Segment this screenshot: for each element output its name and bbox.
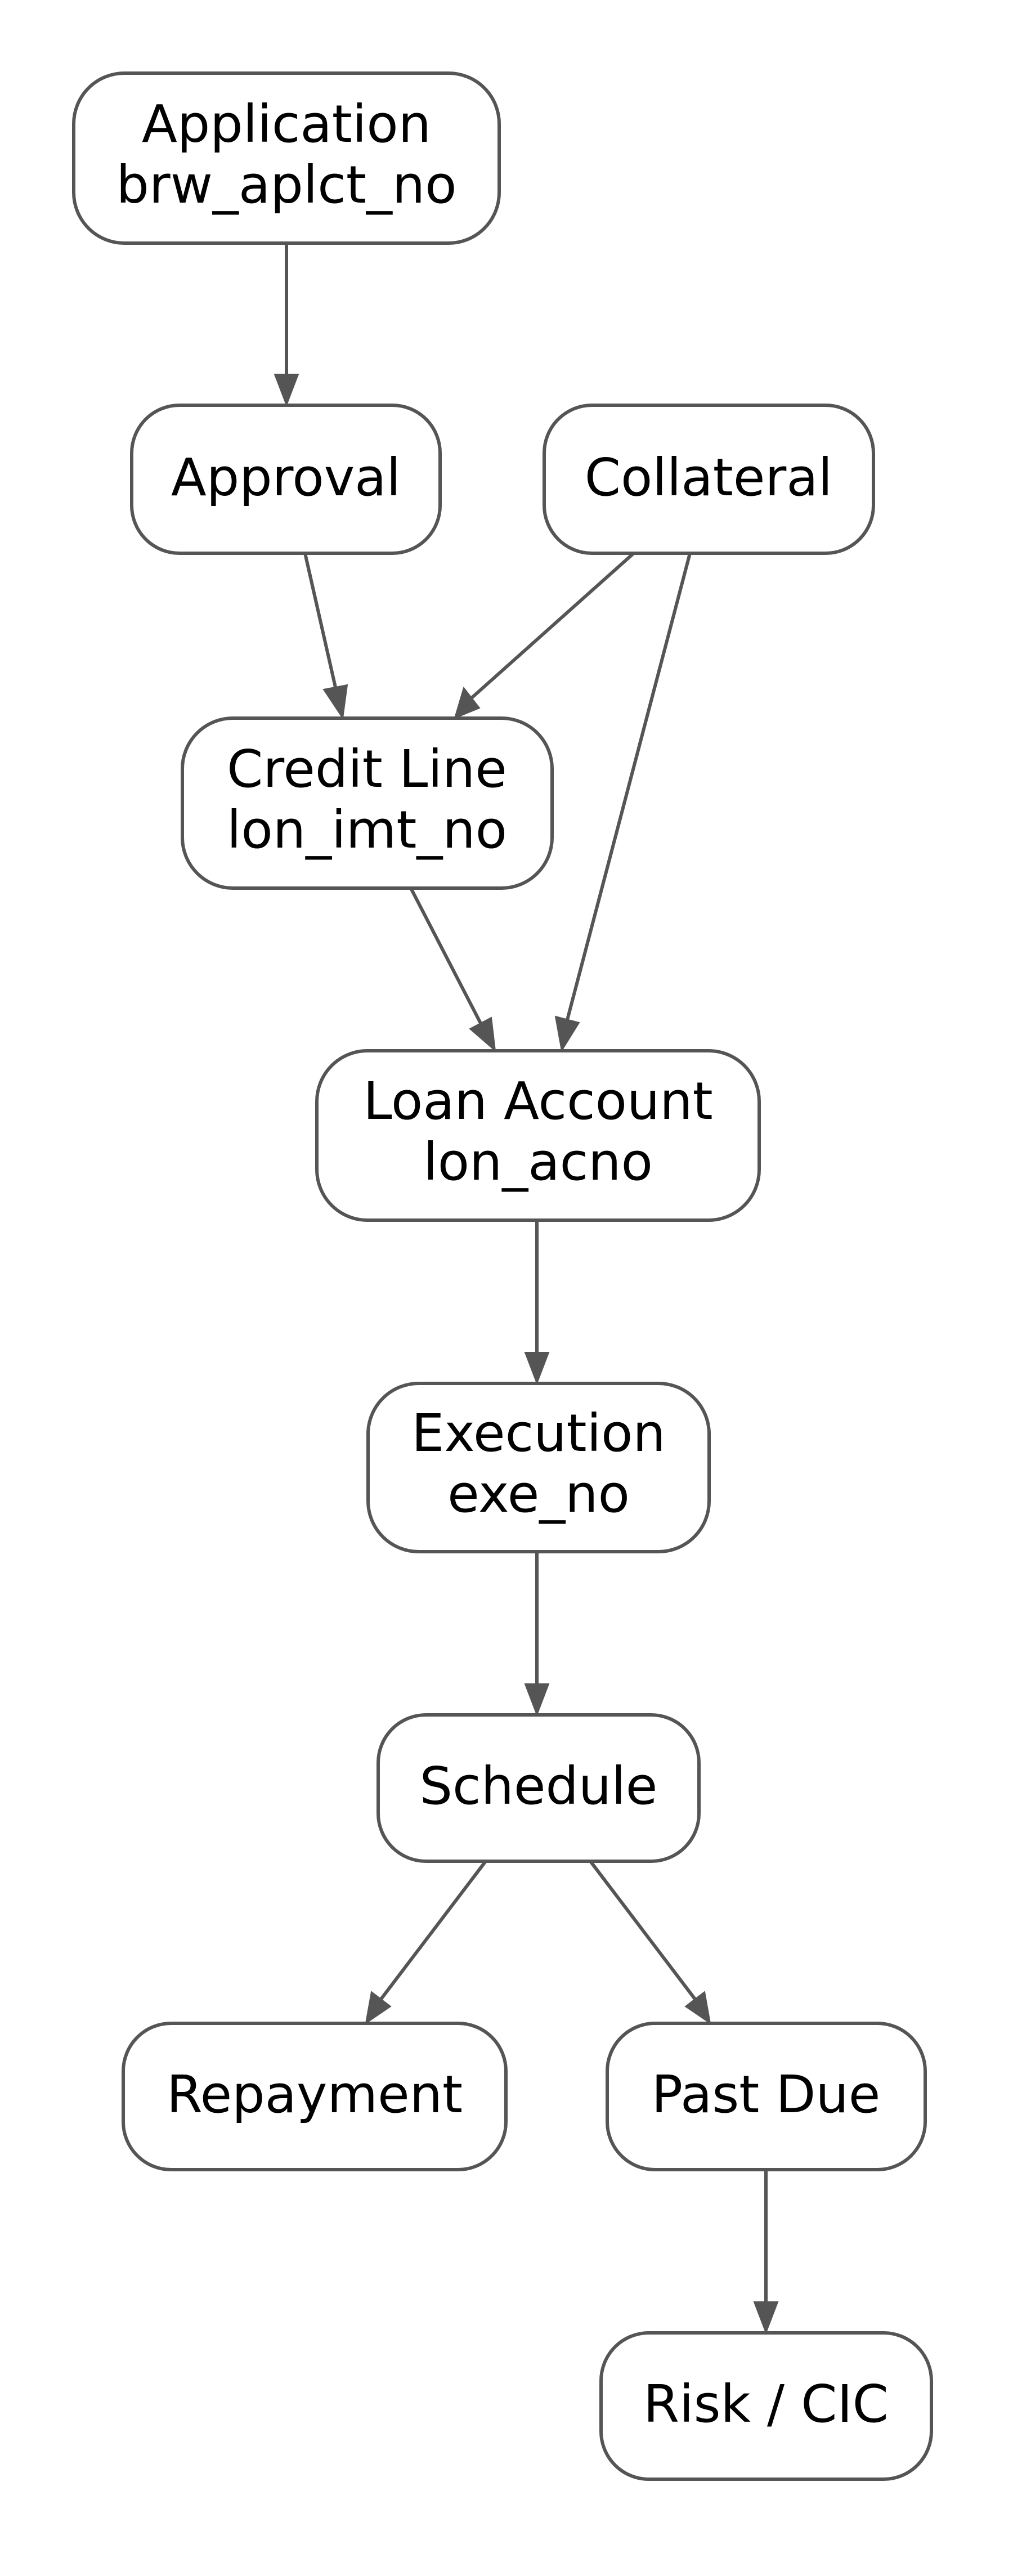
node-application-key: brw_aplct_no bbox=[116, 155, 456, 215]
edge-schedule-past-due bbox=[589, 1860, 711, 2025]
edge-schedule-repayment bbox=[365, 1860, 487, 2025]
edge-collateral-loan-account bbox=[554, 553, 692, 1052]
node-application: Application brw_aplct_no bbox=[72, 71, 501, 245]
node-credit-line-key: lon_imt_no bbox=[227, 800, 507, 860]
edge-execution-schedule bbox=[524, 1552, 550, 1717]
node-execution-title: Execution bbox=[411, 1403, 665, 1463]
node-past-due-title: Past Due bbox=[652, 2064, 881, 2125]
edge-application-approval bbox=[274, 243, 299, 407]
edge-approval-credit-line bbox=[303, 553, 348, 720]
node-application-title: Application bbox=[142, 94, 431, 154]
node-past-due: Past Due bbox=[606, 2022, 927, 2171]
node-schedule: Schedule bbox=[376, 1713, 701, 1863]
node-risk-cic-title: Risk / CIC bbox=[643, 2374, 889, 2434]
node-schedule-title: Schedule bbox=[420, 1756, 658, 1816]
node-approval: Approval bbox=[130, 404, 442, 555]
edge-past-due-risk-cic bbox=[753, 2170, 779, 2335]
node-loan-account-key: lon_acno bbox=[423, 1132, 653, 1192]
node-risk-cic: Risk / CIC bbox=[599, 2331, 933, 2481]
node-repayment-title: Repayment bbox=[167, 2064, 463, 2125]
node-repayment: Repayment bbox=[122, 2022, 508, 2171]
node-loan-account: Loan Account lon_acno bbox=[315, 1049, 761, 1222]
node-credit-line: Credit Line lon_imt_no bbox=[181, 716, 554, 890]
node-approval-title: Approval bbox=[171, 447, 401, 508]
nodes: Application brw_aplct_no Approval Collat… bbox=[72, 71, 933, 2481]
edge-credit-line-loan-account bbox=[409, 887, 496, 1052]
node-execution-key: exe_no bbox=[447, 1464, 630, 1524]
node-credit-line-title: Credit Line bbox=[227, 739, 507, 799]
node-loan-account-title: Loan Account bbox=[363, 1071, 712, 1131]
edge-collateral-credit-line bbox=[454, 552, 635, 719]
node-collateral: Collateral bbox=[543, 404, 875, 555]
edge-loan-account-execution bbox=[524, 1220, 550, 1385]
edges bbox=[274, 243, 779, 2335]
node-execution: Execution exe_no bbox=[366, 1382, 711, 1553]
node-collateral-title: Collateral bbox=[585, 447, 832, 508]
